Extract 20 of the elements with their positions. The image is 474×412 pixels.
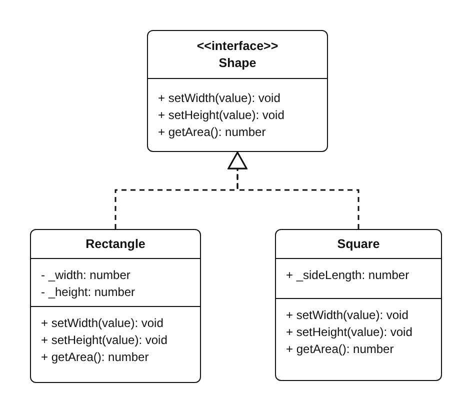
method-text: + setWidth(value): void: [158, 90, 282, 107]
method-text: + getArea(): number: [41, 349, 150, 366]
class-box: [275, 229, 442, 381]
class-name: Shape: [218, 54, 256, 72]
class-box: [30, 229, 201, 383]
method-text: + getArea(): number: [286, 341, 395, 358]
realization-arrow: [228, 152, 360, 229]
method-text: + getArea(): number: [158, 124, 267, 141]
attribute-text: - _height: number: [41, 284, 136, 301]
class-name: Rectangle: [86, 236, 146, 252]
method-text: + setHeight(value): void: [158, 107, 286, 124]
class-name: Square: [337, 236, 380, 252]
method-text: + setWidth(value): void: [41, 315, 164, 332]
method-text: + setHeight(value): void: [41, 332, 168, 349]
method-text: + setWidth(value): void: [286, 307, 410, 324]
attribute-text: - _width: number: [41, 267, 132, 284]
stereotype-label: <<interface>>: [196, 38, 278, 54]
attribute-text: + _sideLength: number: [286, 267, 410, 284]
method-text: + setHeight(value): void: [286, 324, 414, 341]
class-box: [147, 30, 328, 152]
